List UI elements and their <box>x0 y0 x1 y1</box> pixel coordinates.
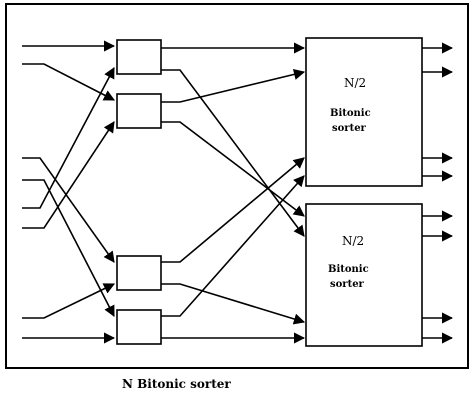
bitonic-sorter-top <box>305 37 423 187</box>
top-sorter-name-line1: Bitonic <box>330 108 371 119</box>
bottom-sorter-name-line2: sorter <box>330 279 365 290</box>
top-sorter-size-label: N/2 <box>344 76 366 90</box>
comparator-box-3 <box>116 255 162 291</box>
input-wires <box>22 40 116 344</box>
bitonic-sorter-bottom <box>305 203 423 347</box>
bottom-sorter-size-label: N/2 <box>342 234 364 248</box>
sorter-output-wires <box>422 42 454 344</box>
bottom-sorter-name-line1: Bitonic <box>328 264 369 275</box>
comparator-output-wires <box>161 42 306 344</box>
top-sorter-name-line2: sorter <box>332 123 367 134</box>
comparator-box-2 <box>116 93 162 129</box>
comparator-box-1 <box>116 39 162 75</box>
diagram-caption: N Bitonic sorter <box>122 377 231 391</box>
comparator-box-4 <box>116 309 162 345</box>
outer-frame <box>5 3 469 369</box>
